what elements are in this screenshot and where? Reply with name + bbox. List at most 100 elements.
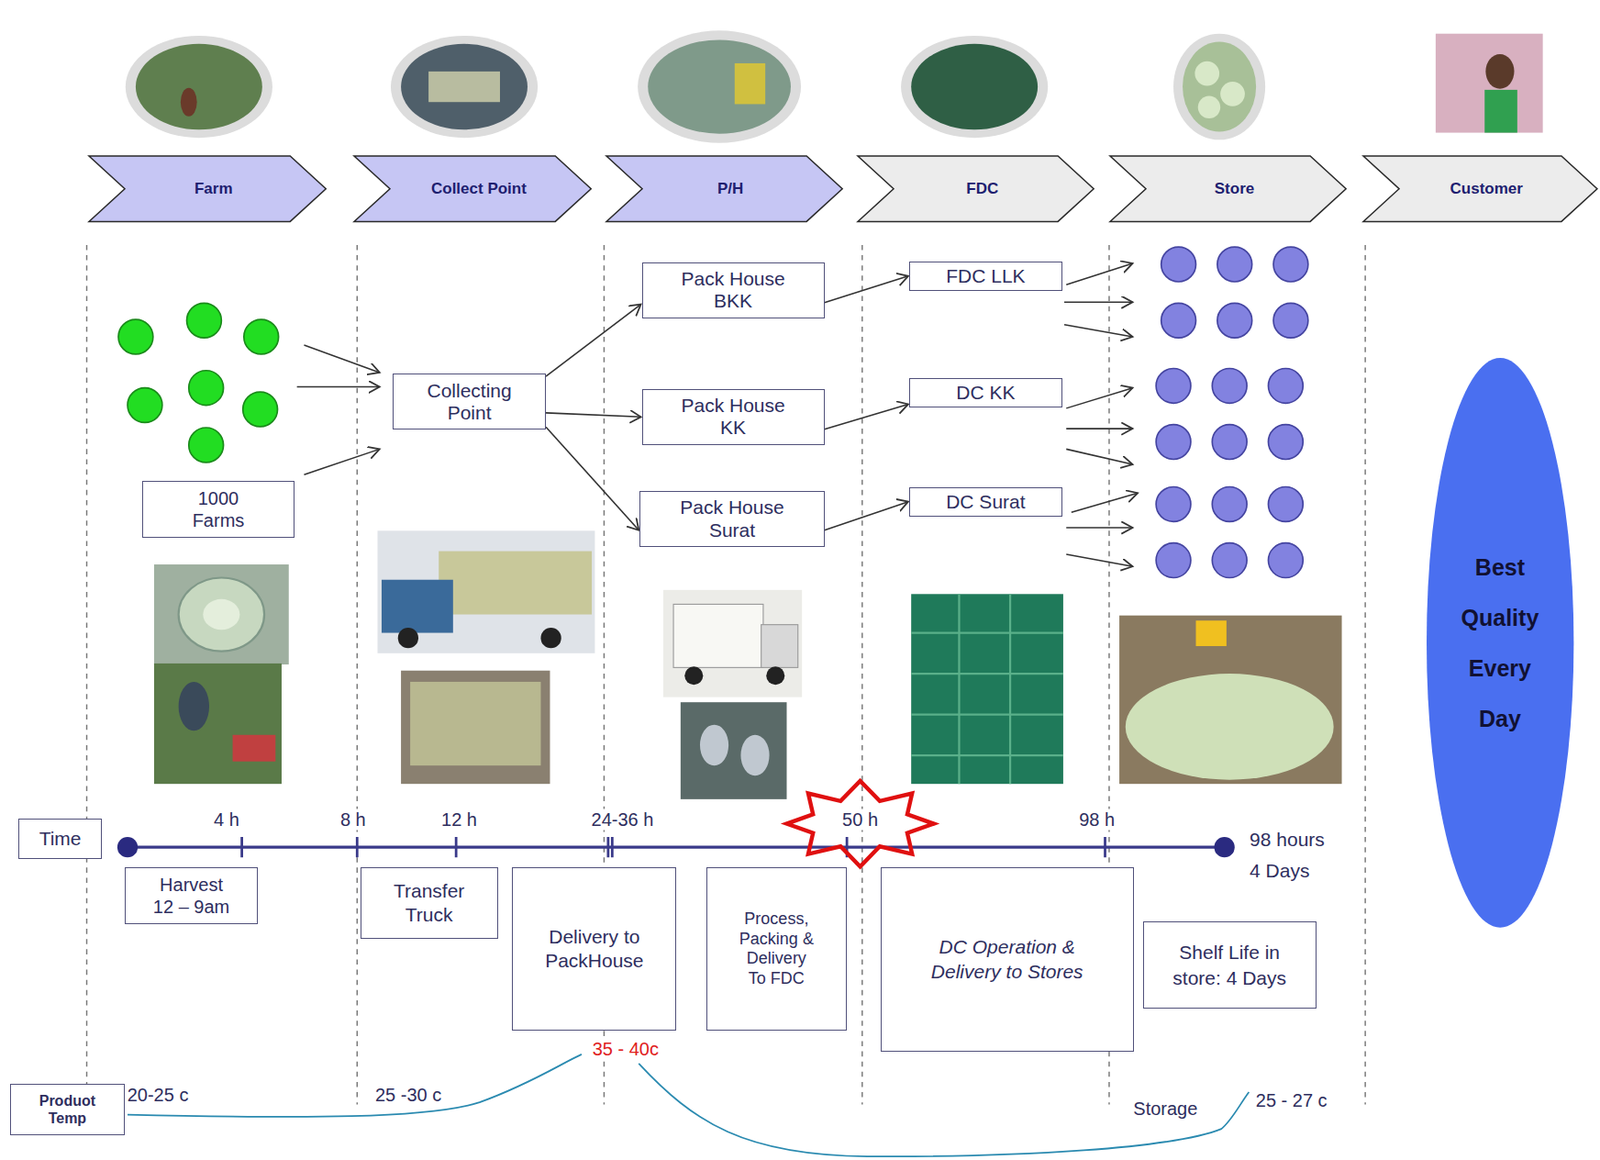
stage-photo [540,627,561,648]
top-photo [135,44,263,130]
stage-photo [740,734,769,776]
stage-photo [398,627,419,648]
flow-arrow [1064,300,1134,303]
stage-photo [202,599,240,630]
stage-photo [154,663,282,784]
step-box: Transfer Truck [360,866,499,939]
stage-photo [766,666,785,685]
top-photo [125,30,1544,143]
node-text: FDC [966,179,999,199]
stage-divider [861,244,863,1104]
axis-title-box: Time [18,818,102,859]
store-dot [1155,543,1191,578]
store-dot [1155,424,1191,460]
stage-photo [178,577,265,652]
temp-value: 25 - 27 c [1253,1088,1331,1111]
top-photo [734,63,766,104]
stage-chevron: Store [1109,155,1347,223]
node-text: Time [39,827,82,850]
node-text: Pack House Surat [667,496,797,541]
packhouse-box: Pack House KK [642,388,825,445]
timeline-axis [611,836,614,857]
stage-photo [700,724,729,766]
top-photo [428,71,500,102]
flow-arrow [1066,427,1133,430]
flow-arrow [1066,554,1133,567]
ellipse-shape [1425,356,1575,929]
stage-photo [957,593,960,784]
stage-photo [154,530,1343,800]
stage-photo [178,681,210,731]
farm-dot [188,427,224,463]
timeline-axis [606,836,610,857]
stage-photo [377,530,596,653]
store-dot [1155,368,1191,404]
node-text: Shelf Life in store: 4 Days [1160,939,1299,990]
time-mark: 4 h [211,809,243,831]
stage-photo [911,631,1064,634]
node-text: Collect Point [431,179,527,199]
node-text: Transfer Truck [378,878,480,928]
top-photo [900,35,1048,138]
top-photo [125,35,273,138]
total-time: 98 hours 4 Days [1246,823,1337,886]
flow-connector [545,304,642,377]
stage-photo [410,681,541,766]
node-text: Collecting Point [414,379,525,424]
timeline-axis [242,836,1106,857]
top-photo [1485,54,1514,89]
stage-chevron: Collect Point [353,155,592,223]
flow-arrow [1064,324,1134,337]
dc-box: FDC LLK [909,261,1063,291]
chevron-outline [354,155,591,222]
node-text: P/H [717,179,744,199]
store-dot [1267,368,1303,404]
top-photo [1173,33,1266,141]
temp-curve [638,1063,1249,1156]
time-mark: 24-36 h [588,809,657,831]
flow-connector [824,403,909,429]
node-text: Pack House KK [668,394,798,439]
flow-arrow [297,263,1138,567]
store-dot [1267,487,1303,523]
stage-photo [1009,593,1012,784]
top-photo [400,44,528,130]
source-box: 1000 Farms [142,480,296,538]
ellipse-fill [1426,357,1574,928]
stage-photo [1125,673,1334,780]
stage-chevron: Customer [1362,155,1599,223]
stage-photo [911,712,1064,715]
packhouse-box: Pack House Surat [639,490,824,547]
timeline-axis [455,836,458,857]
top-photo [637,30,801,143]
temp-peak: 35 - 40c [589,1038,662,1060]
temp-curve [127,1054,582,1117]
stage-chevron: P/H [605,155,844,223]
flow-connector [824,501,909,531]
chevron-outline [606,155,843,222]
store-dot [1267,543,1303,578]
node-text: 1000 Farms [181,487,256,532]
store-dot [1273,246,1309,282]
node-text: FDC LLK [945,265,1025,288]
node-text: Farm [194,179,234,199]
flow-arrow [1066,263,1133,285]
temp-curve [127,1054,1249,1156]
node-text: Pack House BKK [668,267,798,312]
store-dot [1155,246,1309,578]
chevron-outline [1110,155,1346,222]
stage-photo [911,593,1064,784]
top-photo [390,35,538,138]
timeline-axis [117,836,1235,857]
store-dot [1211,487,1247,523]
flow-arrow [303,448,379,475]
node-text: DC KK [955,381,1015,404]
axis-title-box: Produot Temp [10,1083,125,1135]
stage-photo [400,670,550,784]
stage-divider [356,244,358,1104]
farm-dot [244,319,279,355]
stage-photo [1119,615,1342,785]
temp-value: 25 -30 c [372,1084,445,1106]
store-dot [1211,424,1247,460]
illustration-layer [87,30,1544,1156]
